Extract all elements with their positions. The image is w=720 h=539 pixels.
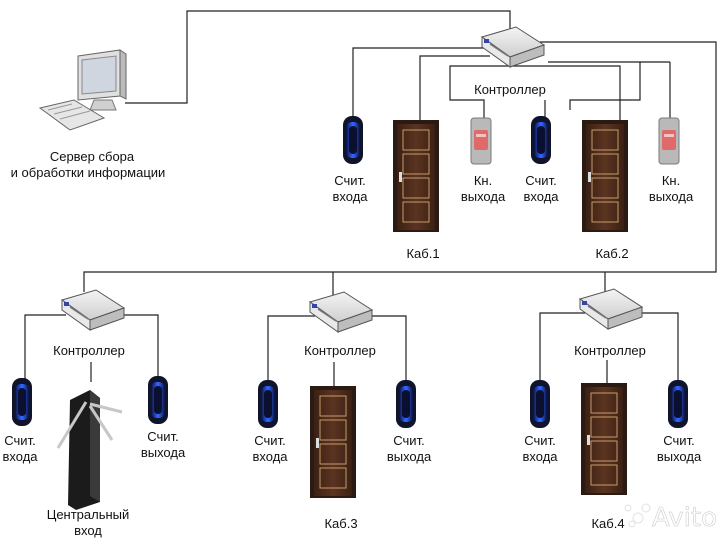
door2-icon (581, 119, 629, 233)
top-exit2-line2: выхода (649, 189, 694, 204)
top-controller-label: Контроллер (474, 82, 546, 97)
top-exit-button2-icon (658, 117, 680, 165)
server-computer-icon (38, 49, 127, 131)
door4-label: Каб.4 (591, 516, 624, 531)
bl-reader-out-line1: Счит. (147, 429, 178, 444)
bm-reader-in-line1: Счит. (254, 433, 285, 448)
door3-label: Каб.3 (324, 516, 357, 531)
door3-icon (309, 385, 357, 499)
br-controller-icon (579, 288, 643, 330)
top-reader2-icon (531, 116, 551, 164)
bl-reader-in-icon (12, 378, 32, 426)
server-label-line1: Сервер сбора (50, 149, 135, 164)
avito-watermark (624, 503, 651, 528)
br-reader-out-line1: Счит. (663, 433, 694, 448)
bm-reader-in-line2: входа (252, 449, 288, 464)
br-reader-out-line2: выхода (657, 449, 702, 464)
top-exit1-line2: выхода (461, 189, 506, 204)
bm-reader-in-icon (258, 380, 278, 428)
wiring (24, 10, 717, 388)
bl-controller-icon (61, 289, 125, 331)
bm-controller-label: Контроллер (304, 343, 376, 358)
br-reader-in-icon (530, 380, 550, 428)
door2-label: Каб.2 (595, 246, 628, 261)
turnstile-icon (56, 390, 123, 510)
top-reader1-line2: входа (332, 189, 368, 204)
turnstile-label-line2: вход (74, 523, 102, 538)
top-reader2-line1: Счит. (525, 173, 556, 188)
bm-reader-out-line1: Счит. (393, 433, 424, 448)
top-exit-button1-icon (470, 117, 492, 165)
door1-label: Каб.1 (406, 246, 439, 261)
bm-reader-out-line2: выхода (387, 449, 432, 464)
door1-icon (392, 119, 440, 233)
bl-reader-out-line2: выхода (141, 445, 186, 460)
server-label-line2: и обработки информации (11, 165, 166, 180)
bl-controller-label: Контроллер (53, 343, 125, 358)
top-exit2-line1: Кн. (662, 173, 680, 188)
top-reader1-line1: Счит. (334, 173, 365, 188)
top-exit1-line1: Кн. (474, 173, 492, 188)
top-controller-icon (481, 26, 545, 68)
door4-icon (580, 382, 628, 496)
avito-watermark-text: Avito (652, 503, 717, 533)
top-reader2-line2: входа (523, 189, 559, 204)
bm-reader-out-icon (396, 380, 416, 428)
bl-reader-out-icon (148, 376, 168, 424)
turnstile-label-line1: Центральный (47, 507, 130, 522)
br-controller-label: Контроллер (574, 343, 646, 358)
br-reader-in-line1: Счит. (524, 433, 555, 448)
bl-reader-in-line2: входа (2, 449, 38, 464)
br-reader-out-icon (668, 380, 688, 428)
br-reader-in-line2: входа (522, 449, 558, 464)
top-reader1-icon (343, 116, 363, 164)
bm-controller-icon (309, 291, 373, 333)
bl-reader-in-line1: Счит. (4, 433, 35, 448)
